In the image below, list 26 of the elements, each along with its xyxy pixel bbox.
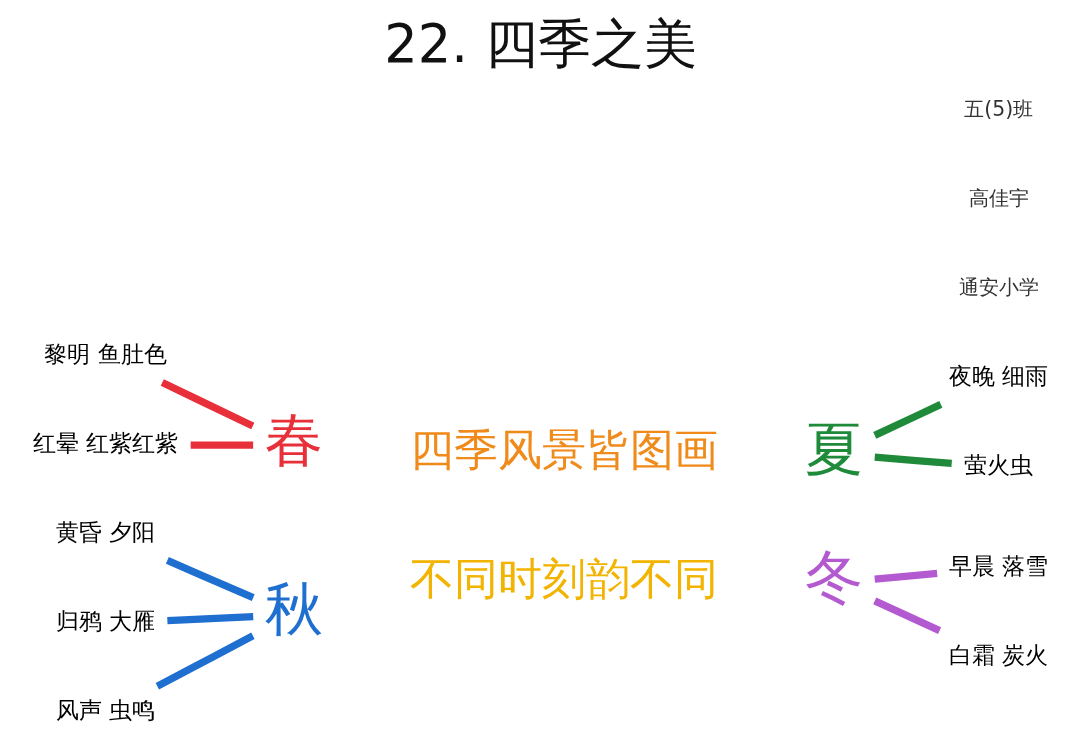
label: 四季风景皆图画 bbox=[409, 423, 718, 475]
node-text: 春 bbox=[264, 405, 323, 474]
node-text: 冬 bbox=[804, 543, 863, 612]
node-text: 红晕 红紫红紫 bbox=[32, 428, 178, 457]
connector bbox=[160, 379, 254, 430]
connector bbox=[872, 597, 941, 634]
node-text: 夏 bbox=[804, 414, 863, 483]
node-text: 早晨 落雪 bbox=[948, 551, 1048, 580]
connector bbox=[166, 613, 253, 625]
node-text: 归鸦 大雁 bbox=[55, 607, 155, 636]
diagram-title: 22. 四季之美 bbox=[383, 12, 697, 74]
connector bbox=[165, 557, 255, 601]
connector bbox=[872, 401, 942, 439]
node-text: 夜晚 细雨 bbox=[948, 361, 1048, 390]
node-text: 黄昏 夕阳 bbox=[55, 517, 155, 546]
node-text: 风声 虫鸣 bbox=[55, 696, 155, 725]
node-text: 秋 bbox=[264, 575, 323, 644]
node-text: 黎明 鱼肚色 bbox=[43, 339, 167, 368]
node-text: 白霜 炭火 bbox=[948, 640, 1048, 669]
connector bbox=[155, 632, 255, 690]
node-text: 萤火虫 bbox=[963, 450, 1033, 479]
label: 五(5)班 bbox=[963, 96, 1033, 121]
label: 高佳宇 bbox=[968, 186, 1029, 211]
label: 通安小学 bbox=[958, 275, 1039, 300]
connector bbox=[873, 453, 952, 468]
label: 不同时刻韵不同 bbox=[409, 552, 718, 604]
